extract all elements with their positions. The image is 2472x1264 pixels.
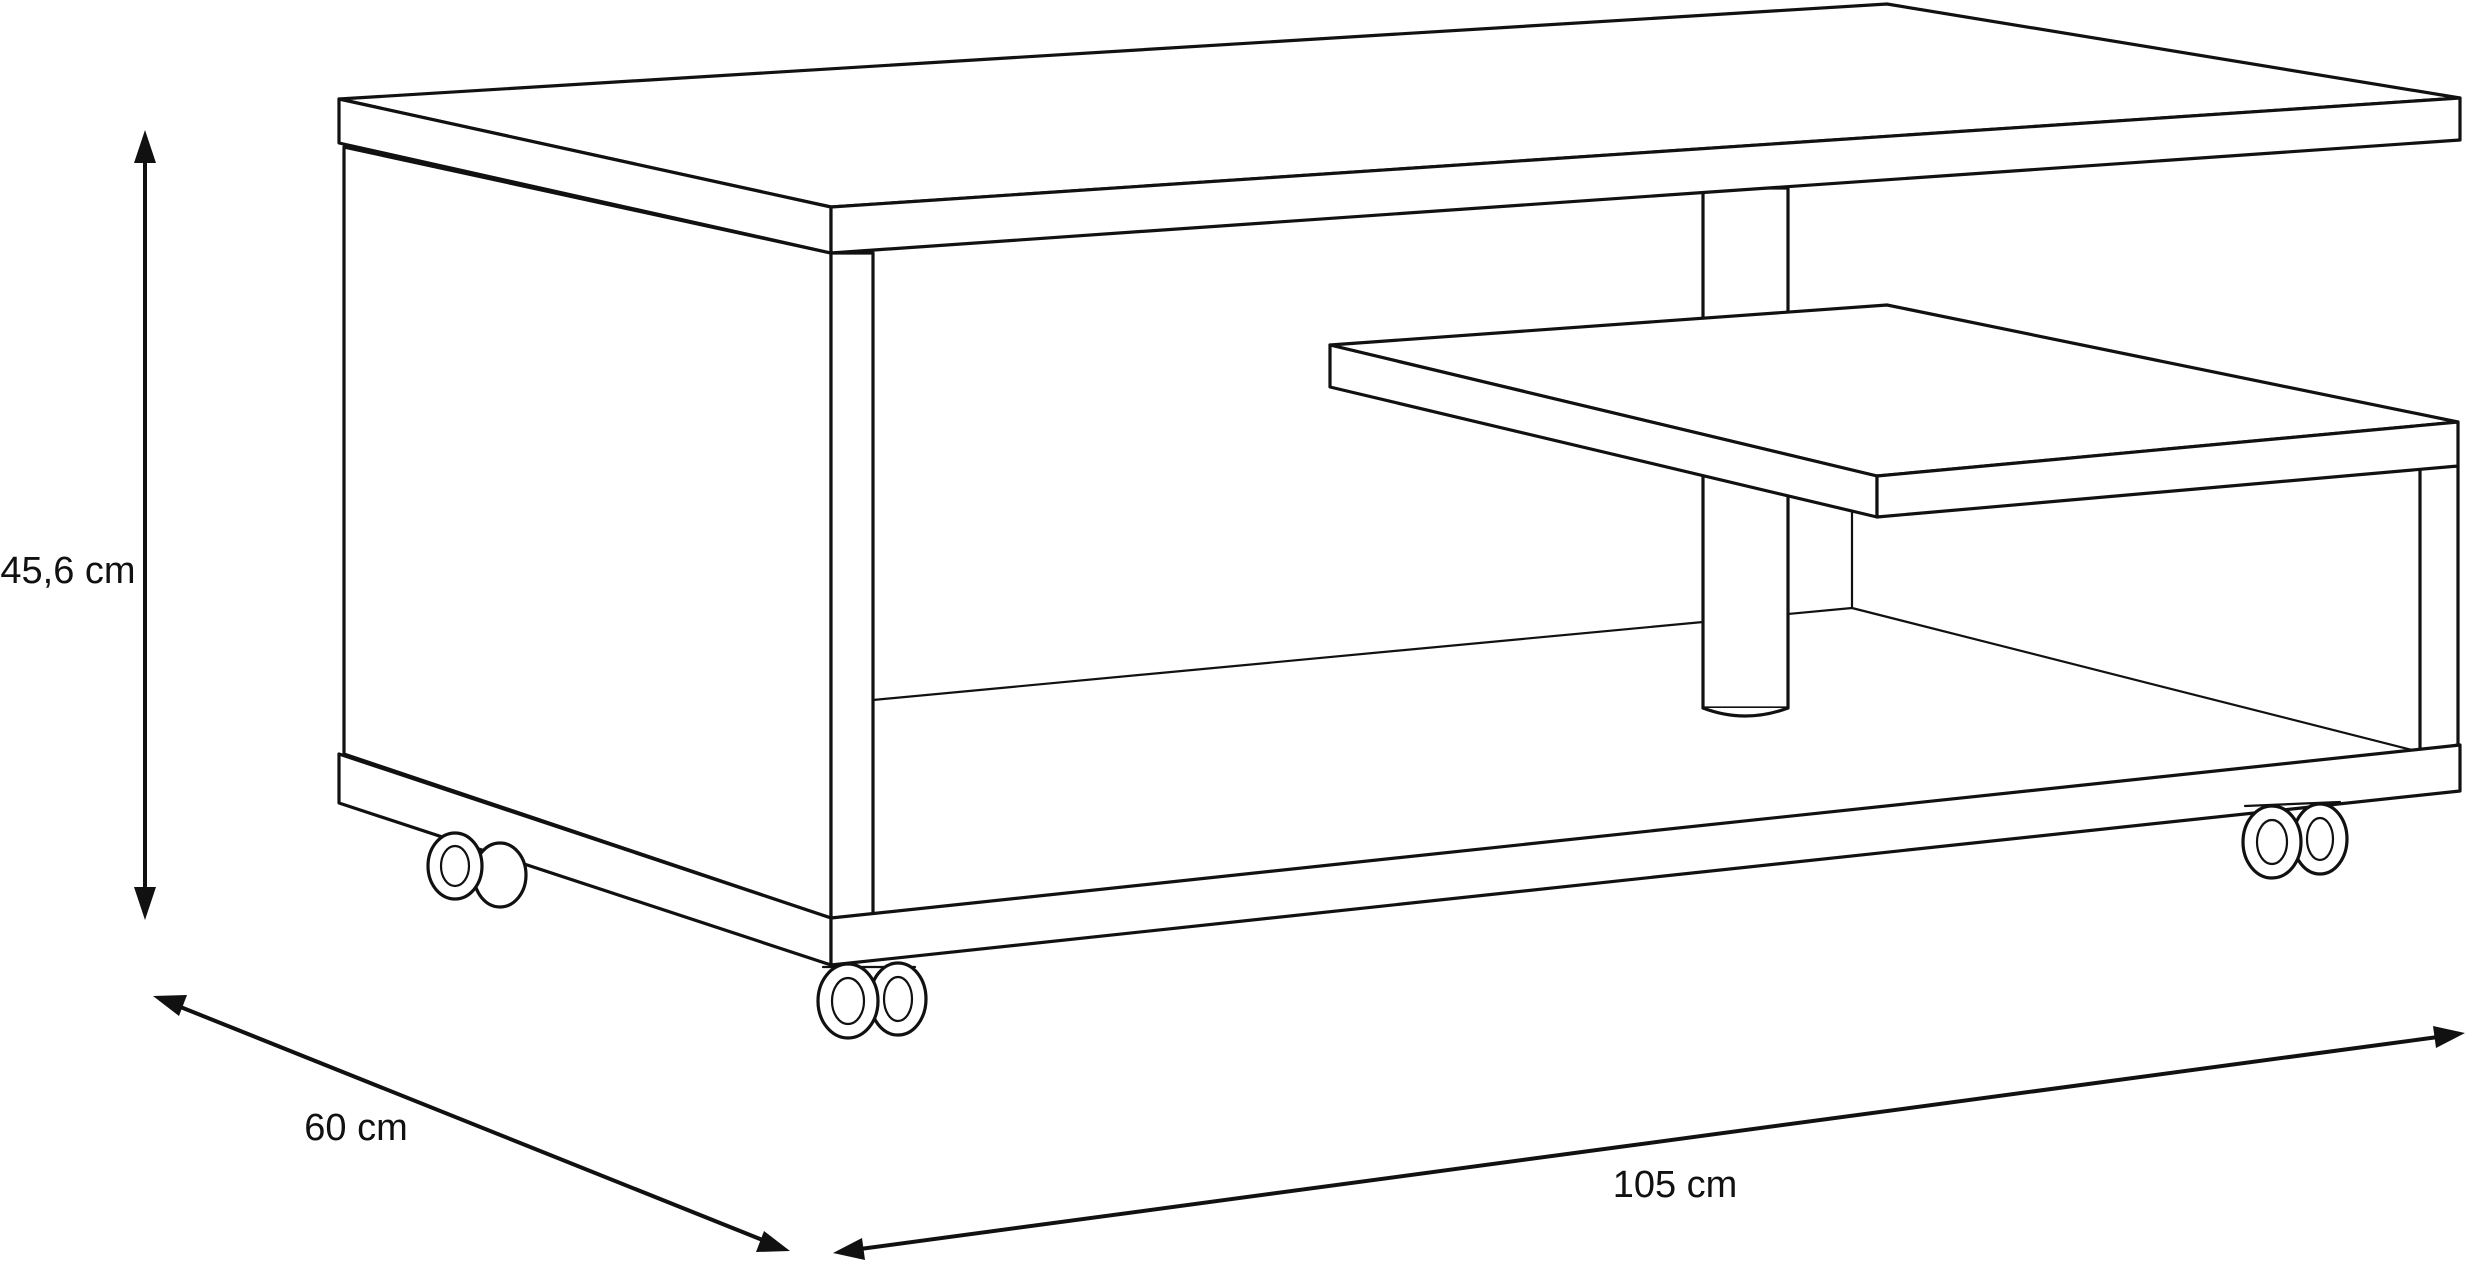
width-dimension-arrow [833,1026,2465,1260]
depth-label: 60 cm [304,1107,407,1149]
right-side-panel [2418,464,2460,754]
caster-front-left [816,961,928,1040]
bottom-plinth [337,743,2462,967]
back-wall [871,606,2422,754]
height-dimension-arrow [134,130,156,920]
left-side-panel [342,145,875,920]
middle-shelf [1328,303,2460,519]
caster-back-left [426,831,528,909]
coffee-table [337,2,2462,1040]
width-label: 105 cm [1613,1164,1738,1206]
caster-front-right [2241,800,2349,880]
depth-dimension-arrow [153,995,790,1252]
height-label: 45,6 cm [0,550,135,592]
table-top [337,2,2462,255]
